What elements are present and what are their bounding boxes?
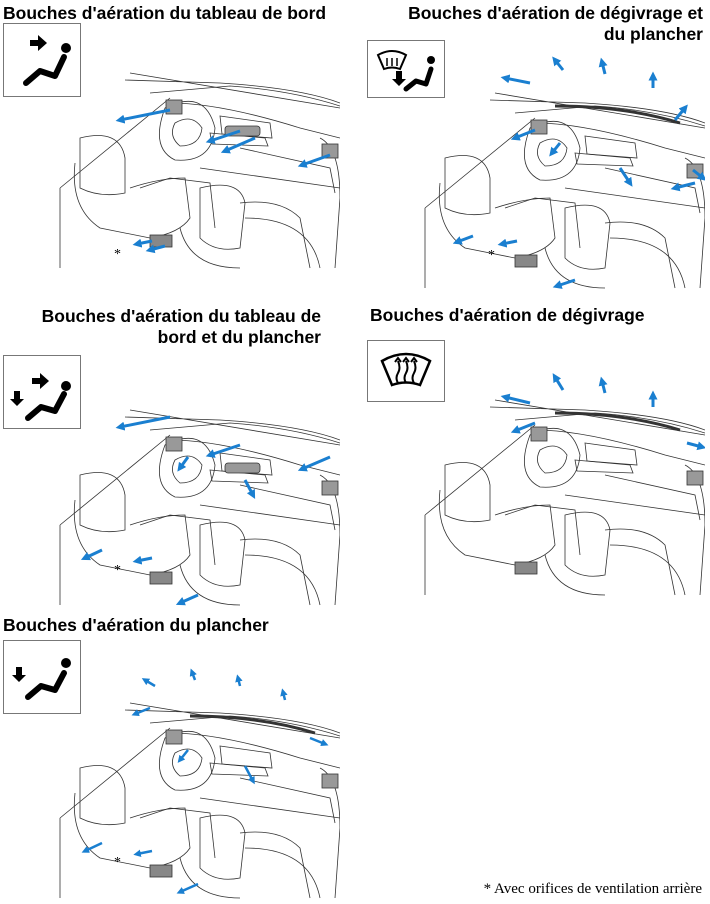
defrost-icon xyxy=(367,340,445,402)
airflow-arrow xyxy=(552,373,565,391)
airflow-arrow xyxy=(618,167,633,187)
dashboard-floor-icon xyxy=(3,355,81,429)
panel-title-floor: Bouches d'aération du plancher xyxy=(3,615,269,635)
airflow-arrow xyxy=(131,706,151,717)
airflow-arrow xyxy=(115,108,171,124)
airflow-arrow xyxy=(243,765,255,785)
airflow-arrow xyxy=(552,56,565,71)
airflow-arrow xyxy=(133,849,153,857)
airflow-arrow xyxy=(145,244,166,254)
defrost-floor-icon xyxy=(367,40,445,98)
airflow-arrow xyxy=(598,376,608,394)
airflow-arrow xyxy=(297,153,331,168)
airflow-arrow xyxy=(497,238,518,248)
airflow-arrow xyxy=(115,415,171,431)
airflow-arrow xyxy=(132,555,153,565)
dashboard-vent-icon xyxy=(3,23,81,97)
title-line: bord et du plancher xyxy=(157,327,321,347)
airflow-arrow xyxy=(500,393,531,405)
rear-vent-marker: * xyxy=(114,247,121,262)
airflow-arrow xyxy=(549,142,562,157)
airflow-arrow xyxy=(670,181,696,192)
car-interior-diagram-3 xyxy=(59,409,340,606)
panel-title-dashboard-vents: Bouches d'aération du tableau de bord xyxy=(3,3,327,23)
airflow-arrow xyxy=(81,841,103,853)
airflow-arrow xyxy=(280,688,288,701)
title-line: Bouches d'aération de dégivrage et xyxy=(408,3,703,23)
airflow-arrow xyxy=(205,129,241,144)
airflow-arrow xyxy=(141,678,156,688)
rear-vent-marker: * xyxy=(114,855,121,870)
airflow-arrow xyxy=(175,593,199,606)
airflow-arrow xyxy=(510,421,536,434)
airflow-arrow xyxy=(598,57,608,75)
car-interior-diagram-2 xyxy=(424,56,705,289)
airflow-arrow xyxy=(80,548,103,561)
title-line: du plancher xyxy=(603,24,703,44)
airflow-arrow xyxy=(243,479,256,499)
footnote: * Avec orifices de ventilation arrière xyxy=(483,881,702,897)
car-interior-diagram-1 xyxy=(59,72,340,269)
airflow-arrow xyxy=(686,441,705,451)
airflow-arrow xyxy=(673,104,688,121)
airflow-arrow xyxy=(552,278,576,289)
rear-vent-marker: * xyxy=(488,248,495,263)
airflow-arrow xyxy=(235,674,243,687)
rear-vent-marker: * xyxy=(114,563,121,578)
airflow-arrow xyxy=(309,736,329,747)
airflow-arrow xyxy=(132,238,153,248)
airflow-arrow xyxy=(297,455,331,472)
title-line: Bouches d'aération du tableau de xyxy=(41,306,321,326)
panel-title-defrost: Bouches d'aération de dégivrage xyxy=(370,305,645,325)
floor-vent-icon xyxy=(3,640,81,714)
airflow-arrow xyxy=(176,882,199,894)
airflow-arrow xyxy=(452,234,474,245)
car-interior-diagram-4 xyxy=(424,373,705,596)
airflow-arrow xyxy=(500,74,531,85)
airflow-arrow xyxy=(692,168,705,181)
airflow-arrow xyxy=(205,443,241,458)
airflow-arrow xyxy=(189,668,197,681)
airflow-arrow xyxy=(177,456,190,472)
airflow-arrow xyxy=(510,128,536,141)
airflow-arrow xyxy=(220,136,256,154)
car-interior-diagram-5 xyxy=(59,668,340,899)
airflow-arrow xyxy=(177,749,189,763)
